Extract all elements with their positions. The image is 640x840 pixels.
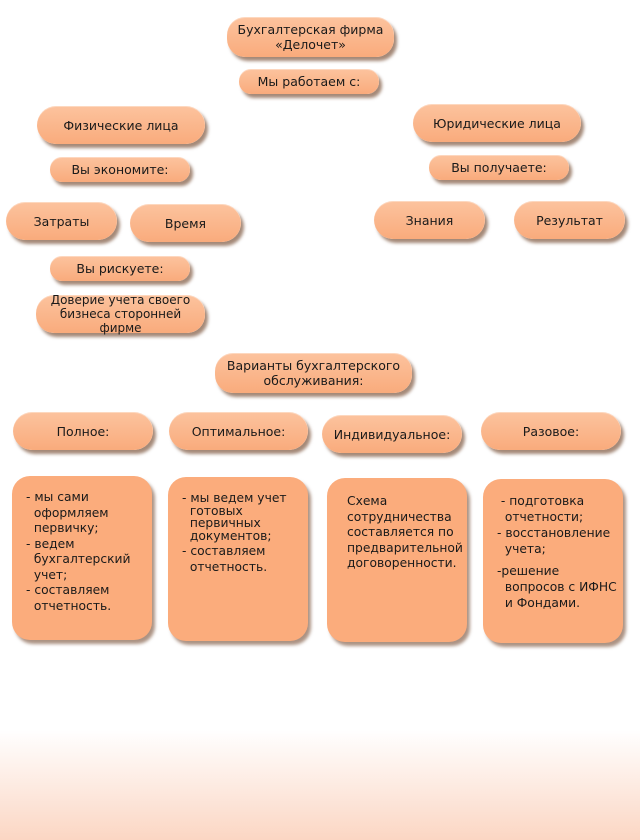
we-work-with-box: Мы работаем с: (239, 69, 379, 94)
card-line: - составляем (182, 544, 266, 558)
legal-entities-box: Юридические лица (413, 104, 581, 142)
card-line: бухгалтерский (26, 552, 131, 566)
card-line: - восстановление (497, 526, 611, 540)
trust-box: Доверие учета своего бизнеса сторонней ф… (36, 293, 205, 335)
service-type-label: Разовое: (522, 423, 580, 439)
service-type-label: Оптимальное: (191, 423, 286, 439)
costs-box: Затраты (6, 202, 117, 240)
card-onetime: - подготовка отчетности; - восстановлени… (483, 479, 623, 643)
service-type-optimal: Оптимальное: (169, 412, 308, 450)
card-optimal: - мы ведем учет готовых первичных докуме… (168, 477, 308, 641)
time-box: Время (130, 204, 241, 242)
card-line: - мы ведем учет (182, 491, 287, 505)
card-individual: Схема сотрудничества составляется по пре… (327, 478, 467, 642)
card-line: первичных (182, 516, 261, 530)
card-line: - составляем (26, 583, 110, 597)
company-title-box: Бухгалтерская фирма «Делочет» (227, 17, 394, 57)
card-line: предварительной (347, 540, 463, 555)
trust-line2: бизнеса сторонней фирме (59, 307, 182, 335)
card-line: - подготовка (497, 494, 585, 508)
you-save-box: Вы экономите: (50, 157, 190, 182)
result-box: Результат (514, 201, 625, 239)
service-type-full: Полное: (13, 412, 153, 450)
service-type-onetime: Разовое: (481, 412, 621, 450)
you-get-label: Вы получаете: (451, 160, 547, 175)
card-line: оформляем (26, 505, 109, 520)
card-line: первичку; (26, 521, 99, 535)
we-work-with-label: Мы работаем с: (257, 74, 361, 89)
card-line: и Фондами. (497, 596, 581, 610)
card-line: сотрудничества (347, 509, 452, 524)
card-line: вопросов с ИФНС (497, 580, 617, 594)
card-line: составляется по (347, 525, 454, 539)
card-line: отчетность. (182, 559, 268, 574)
card-line: -решение (497, 564, 560, 578)
you-risk-box: Вы рискуете: (50, 256, 190, 281)
individuals-label: Физические лица (63, 117, 179, 133)
service-type-label: Полное: (56, 423, 110, 439)
company-title-line1: Бухгалтерская фирма (237, 22, 384, 37)
card-line: учета; (497, 542, 546, 556)
service-variants-line2: обслуживания: (263, 373, 364, 388)
service-variants-line1: Варианты бухгалтерского (226, 358, 401, 373)
card-line: отчетность. (26, 598, 112, 613)
card-line: документов; (182, 528, 272, 543)
card-line: готовых (182, 503, 243, 518)
card-line: отчетности; (497, 510, 584, 524)
knowledge-label: Знания (405, 212, 454, 228)
result-label: Результат (536, 212, 603, 228)
costs-label: Затраты (33, 213, 90, 229)
knowledge-box: Знания (374, 201, 485, 239)
trust-line1: Доверие учета своего (50, 293, 191, 307)
card-line: договоренности. (347, 556, 457, 570)
service-type-label: Индивидуальное: (333, 426, 451, 442)
service-type-individual: Индивидуальное: (322, 415, 462, 453)
card-line: - ведем (26, 536, 75, 551)
card-full: - мы сами оформляем первичку; - ведем бу… (12, 476, 152, 640)
you-risk-label: Вы рискуете: (76, 261, 164, 276)
legal-entities-label: Юридические лица (433, 115, 561, 131)
you-save-label: Вы экономите: (71, 162, 169, 177)
time-label: Время (164, 215, 207, 231)
you-get-box: Вы получаете: (429, 155, 569, 180)
card-line: - мы сами (26, 490, 89, 504)
card-line: учет; (26, 567, 68, 582)
company-title-line2: «Делочет» (275, 37, 346, 52)
service-variants-box: Варианты бухгалтерского обслуживания: (215, 353, 412, 393)
card-line: Схема (347, 494, 388, 508)
individuals-box: Физические лица (37, 106, 205, 144)
